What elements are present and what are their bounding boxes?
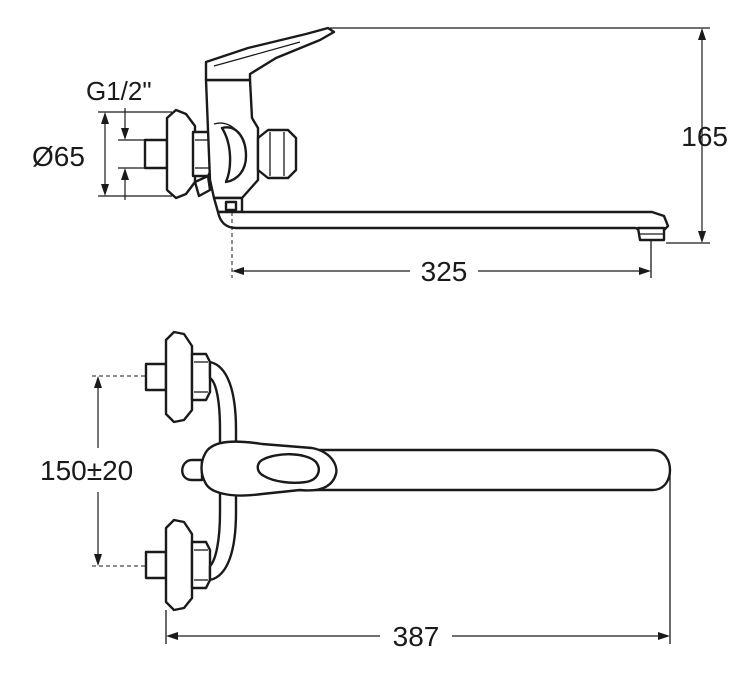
thread-label: G1/2" xyxy=(86,76,152,106)
top-side-knob xyxy=(181,458,204,482)
top-lever-grip-recess xyxy=(256,453,320,484)
spout-reach-label: 325 xyxy=(421,256,468,287)
flange-diameter-label: Ø65 xyxy=(32,141,85,172)
top-upper-union xyxy=(190,352,212,402)
top-upper-pipe-stub xyxy=(144,362,168,392)
centre-distance-label: 150±20 xyxy=(40,455,133,486)
top-view-dimensions: 150±20 387 xyxy=(40,375,671,652)
side-view-dimensions: 165 325 G1/2" Ø65 xyxy=(32,27,728,287)
side-small-lug xyxy=(193,174,212,198)
side-right-union xyxy=(256,128,298,180)
side-spout xyxy=(216,210,670,234)
overall-length-label: 387 xyxy=(393,621,440,652)
top-lower-arm xyxy=(208,490,238,582)
side-small-screw xyxy=(224,200,238,212)
side-wall-flange xyxy=(165,108,197,200)
top-lower-pipe-stub xyxy=(144,550,168,580)
top-view xyxy=(144,330,672,612)
top-upper-arm xyxy=(208,360,238,450)
top-lower-union xyxy=(190,540,212,590)
side-lever-handle xyxy=(204,26,336,82)
side-pipe-stub xyxy=(143,138,169,170)
height-label: 165 xyxy=(681,121,728,152)
side-view xyxy=(143,26,670,242)
top-upper-flange xyxy=(164,330,194,424)
top-lower-flange xyxy=(164,518,194,612)
